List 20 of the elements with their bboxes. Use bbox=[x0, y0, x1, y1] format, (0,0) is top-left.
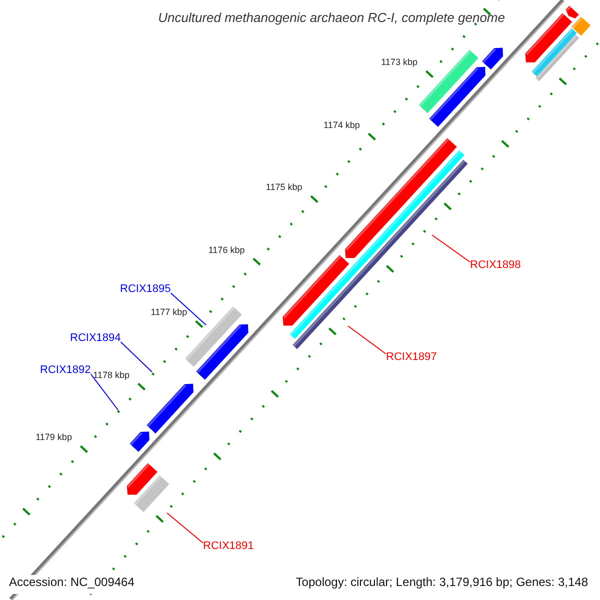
gene-label: RCIX1897 bbox=[386, 352, 437, 363]
position-label: 1179 kbp bbox=[36, 433, 72, 442]
gene-label: RCIX1894 bbox=[70, 333, 121, 344]
leader-line bbox=[120, 342, 152, 372]
position-label: 1174 kbp bbox=[324, 120, 360, 130]
leader-line bbox=[90, 374, 118, 410]
position-label: 1175 kbp bbox=[266, 183, 302, 192]
leader-line bbox=[166, 512, 204, 544]
position-label: 1173 kbp bbox=[381, 58, 418, 68]
gene-label: RCIX1895 bbox=[120, 284, 171, 295]
position-label: 1178 kbp bbox=[93, 370, 130, 380]
leader-line bbox=[348, 326, 386, 354]
gene-label: RCIX1892 bbox=[40, 365, 91, 376]
leader-line bbox=[170, 292, 206, 326]
gene-label: RCIX1898 bbox=[470, 260, 521, 271]
leader-line bbox=[432, 234, 470, 262]
position-label: 1177 kbp bbox=[150, 308, 188, 318]
gene-label: RCIX1891 bbox=[203, 541, 254, 552]
position-label: 1176 kbp bbox=[208, 246, 245, 255]
map-title: Uncultured methanogenic archaeon RC-I, complete genome bbox=[158, 11, 505, 24]
